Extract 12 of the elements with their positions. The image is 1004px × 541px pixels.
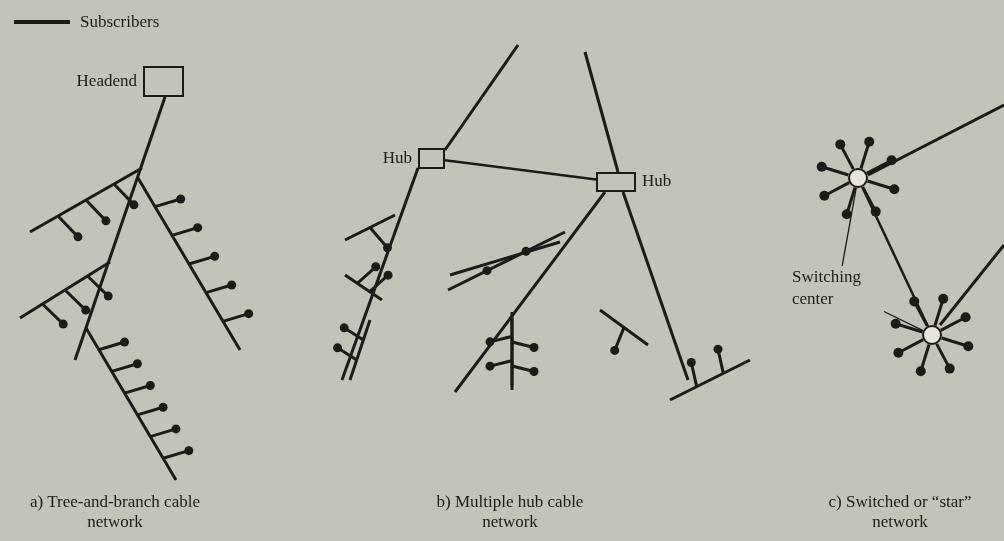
caption: c) Switched or “star” network [827,492,973,532]
trunk-line [861,186,929,327]
legend-label: Subscribers [80,12,160,32]
trunk-line [444,159,597,181]
node-label: Hub [382,147,412,168]
node-label: Hub [642,171,672,191]
node-label: Headend [76,70,137,91]
leader-line [841,187,857,267]
leader-line [883,310,924,332]
caption: a) Tree-and-branch cable network [30,492,200,532]
caption: b) Multiple hub cable network [435,492,585,532]
callout-label: Switching center [792,266,884,310]
